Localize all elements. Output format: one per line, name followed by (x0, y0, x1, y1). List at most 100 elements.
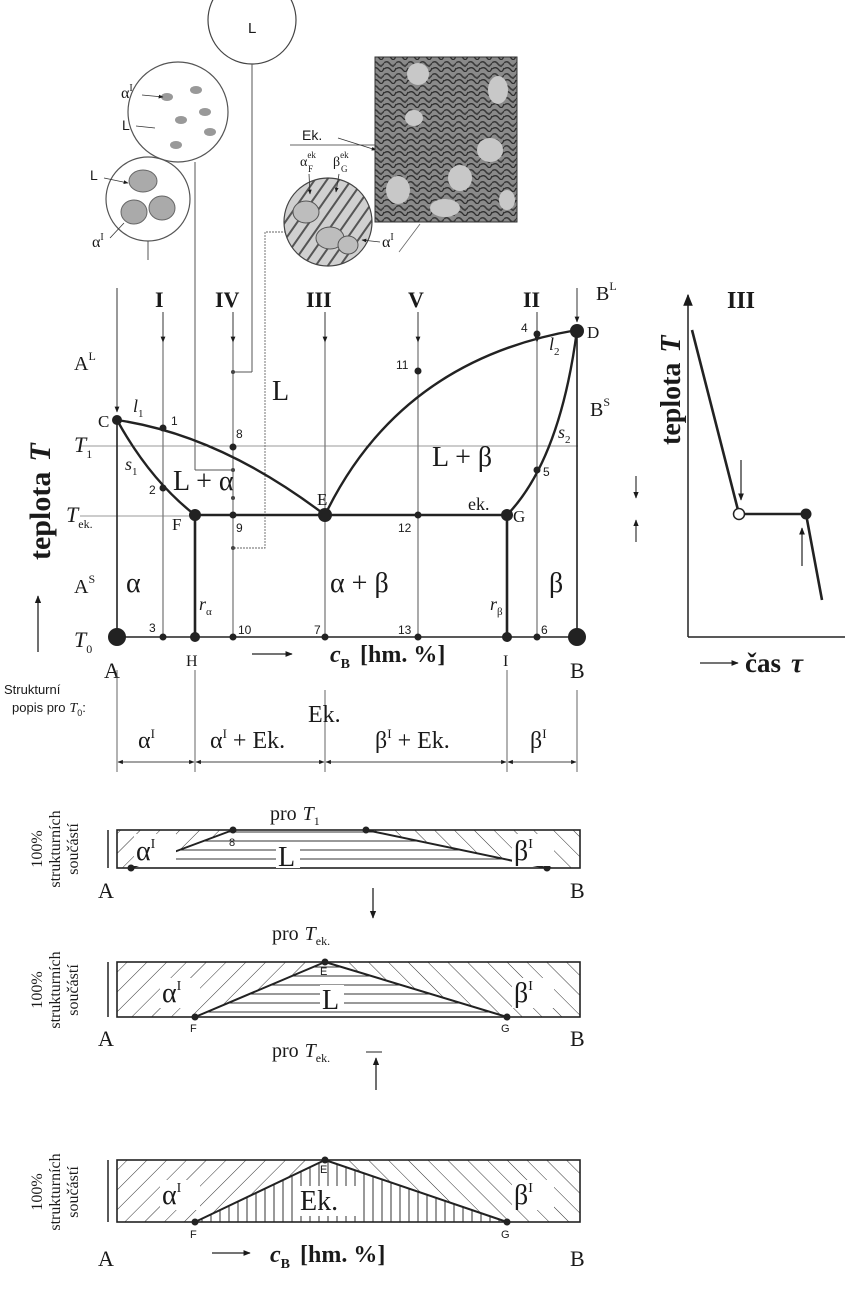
num-4: 4 (521, 321, 528, 335)
bar3-alpha: αI (162, 1180, 182, 1211)
point-H (190, 632, 200, 642)
bar2-ylabel: 100% strukturních součástí (29, 951, 82, 1028)
num-9: 9 (236, 521, 243, 535)
column-label-IV: IV (215, 287, 240, 312)
label-BS: BS (590, 395, 610, 421)
label-T0: T0 (74, 627, 92, 656)
num-11: 11 (396, 358, 409, 372)
point-A (108, 628, 126, 646)
region-beta: β (549, 568, 563, 599)
micro-alphaI-label-2: αI (92, 232, 104, 251)
microstructure-sketches: L αI L L αI (90, 0, 518, 549)
label-ralpha: rα (199, 594, 212, 618)
region-L: L (272, 376, 289, 407)
bar3-beta: βI (514, 1180, 533, 1211)
num-5: 5 (543, 465, 550, 479)
micro-alphaF-sub: F (308, 164, 313, 174)
micro-circle-liquid: L (207, 0, 297, 373)
bar1-B: B (570, 878, 585, 903)
svg-text:strukturních: strukturních (47, 951, 64, 1028)
phase-diagram: I IV III V II (24, 279, 617, 683)
point-C (112, 415, 122, 425)
label-I: I (503, 653, 508, 670)
bar1-beta: βI (514, 836, 533, 867)
bar1-point-8: 8 (229, 837, 235, 849)
structure-cell-betaI-ek: βI + Ek. (375, 726, 450, 754)
region-alpha: α (126, 568, 141, 599)
cooling-title: III (727, 288, 755, 314)
num-1: 1 (171, 414, 178, 428)
num-13: 13 (398, 623, 412, 637)
micro-L-label: L (248, 20, 256, 37)
svg-text:100%: 100% (29, 830, 46, 867)
num-3: 3 (149, 621, 156, 635)
svg-text:součástí: součástí (65, 1166, 82, 1218)
point-D (570, 324, 584, 338)
label-AL: AL (74, 349, 96, 375)
bar2-beta: βI (514, 978, 533, 1009)
num-7: 7 (314, 623, 321, 637)
column-label-V: V (408, 287, 424, 312)
num-6: 6 (541, 623, 548, 637)
bar1-A: A (98, 878, 114, 903)
structure-cell-betaI: βI (530, 726, 547, 754)
structure-cell-ek: Ek. (308, 702, 341, 728)
micro-alphaI-label-3: αI (382, 232, 394, 251)
label-E: E (317, 490, 327, 509)
label-B: B (570, 658, 585, 683)
region-L-beta: L + β (432, 442, 492, 473)
micrograph-photo (374, 56, 518, 253)
label-T1: T1 (74, 432, 92, 461)
micro-ek-label: Ek. (302, 127, 322, 143)
column-label-I: I (155, 287, 164, 312)
label-rbeta: rβ (490, 594, 503, 618)
svg-text:součástí: součástí (65, 823, 82, 875)
bar3-B: B (570, 1246, 585, 1271)
bar3-point-E: E (320, 1164, 327, 1176)
label-s2: s2 (558, 422, 571, 446)
region-alpha-beta: α + β (330, 568, 389, 599)
bar2-B: B (570, 1026, 585, 1051)
num-2: 2 (149, 483, 156, 497)
bar3-point-F: F (190, 1229, 197, 1241)
micro-alphaI-label: αI (121, 83, 133, 102)
bar2-A: A (98, 1026, 114, 1051)
cooling-y-label: teplotaT (656, 334, 687, 445)
micro-circle-alpha-grains: L αI (90, 156, 191, 260)
svg-text:součástí: součástí (65, 964, 82, 1016)
bar3-ylabel: 100% strukturních součástí (29, 1153, 82, 1230)
bar3-x-axis-label: cB[hm. %] (270, 1242, 385, 1272)
bar2-alpha: αI (162, 978, 182, 1009)
label-A: A (104, 658, 120, 683)
region-L-alpha: L + α (173, 466, 234, 497)
bar3-ek: Ek. (300, 1186, 338, 1217)
label-s1: s1 (125, 454, 138, 478)
bar3-point-G: G (501, 1229, 510, 1241)
label-C: C (98, 412, 109, 431)
point-B (568, 628, 586, 646)
svg-text:cB[hm. %]: cB[hm. %] (330, 642, 445, 672)
structure-cell-alphaI-ek: αI + Ek. (210, 726, 285, 754)
structure-label-line1: Strukturní (4, 682, 61, 697)
label-BL: BL (596, 279, 617, 305)
label-H: H (186, 653, 198, 670)
svg-text:100%: 100% (29, 971, 46, 1008)
cooling-end-point (800, 508, 812, 520)
bar1-alpha: αI (136, 836, 156, 867)
phase-x-axis-label: cB[hm. %] (252, 642, 445, 672)
svg-text:100%: 100% (29, 1173, 46, 1210)
label-l1: l1 (133, 396, 144, 420)
svg-text:strukturních: strukturních (47, 810, 64, 887)
label-ek: ek. (468, 494, 490, 514)
label-l2: l2 (549, 334, 560, 358)
